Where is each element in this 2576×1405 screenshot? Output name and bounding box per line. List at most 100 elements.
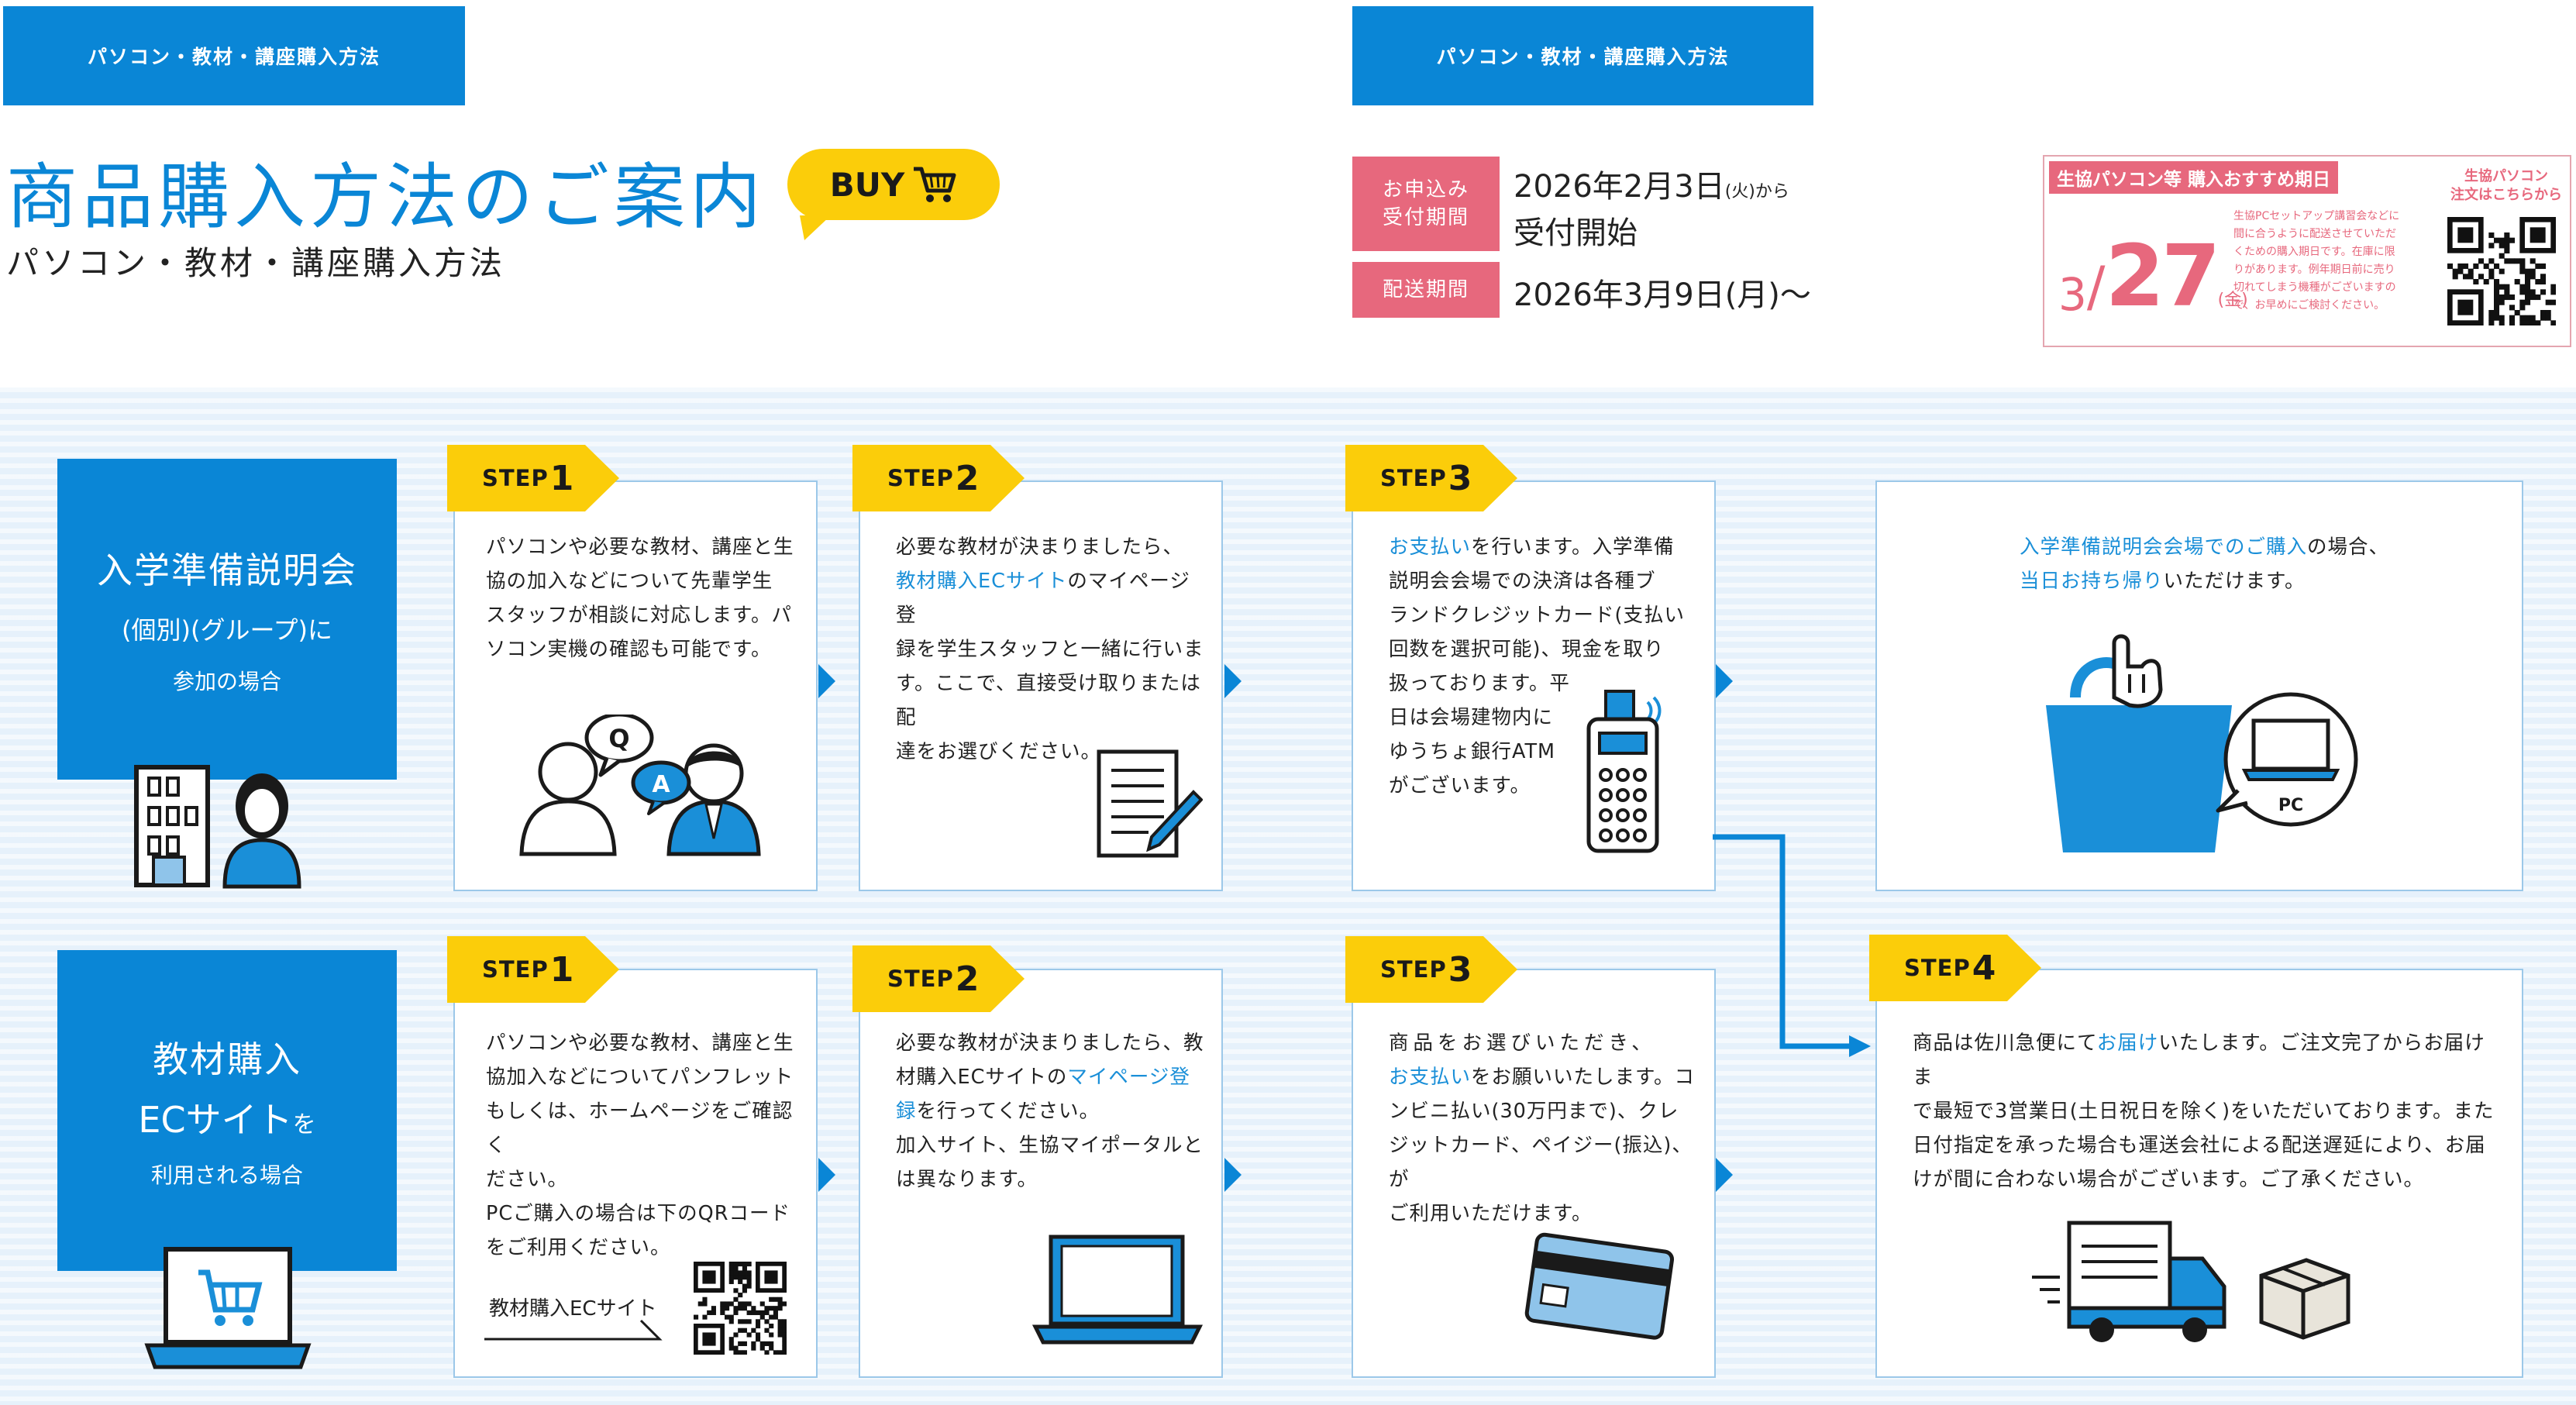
row1-lead-sub2: 参加の場合 xyxy=(172,669,281,694)
row1-step2-card: 必要な教材が決まりましたら、 教材購入ECサイトのマイページ登 録を学生スタッフ… xyxy=(859,480,1223,891)
section-tag-label: パソコン・教材・講座購入方法 xyxy=(87,46,381,68)
row2-step1-line: をご利用ください。 xyxy=(486,1236,671,1259)
row1-lead-sub: (個別)(グループ)に xyxy=(121,615,333,645)
pc-label: PC xyxy=(2278,796,2303,815)
row1-takeaway-text: 入学準備説明会会場でのご購入の場合、 当日お持ち帰りいただけます。 xyxy=(2020,530,2500,598)
step-number: 2 xyxy=(955,959,980,999)
recommend-header: 生協パソコン等 購入おすすめ期日 xyxy=(2049,161,2339,194)
page-title: 商品購入方法のご案内 xyxy=(6,156,766,239)
row2-step2-text: 必要な教材が決まりましたら、教 材購入ECサイトのマイページ登 録を行ってくださ… xyxy=(896,1026,1214,1197)
step-number: 4 xyxy=(1972,948,1996,988)
step-number: 3 xyxy=(1448,458,1472,498)
row2-step4-card: 商品は佐川急便にてお届けいたします。ご注文完了からお届けま で最短で3営業日(土… xyxy=(1875,969,2523,1378)
row2-step1-line: 協加入などについてパンフレット xyxy=(486,1066,794,1089)
row1-step3-line: ゆうちょ銀行ATM xyxy=(1389,740,1556,763)
step-label: STEP xyxy=(887,465,954,491)
mypage-highlight: マイページ登 xyxy=(1067,1066,1190,1089)
row2-step3-card: 商品をお選びいただき、 お支払いをお願いいたします。コ ンビニ払い(30万円まで… xyxy=(1352,969,1716,1378)
step-label: STEP xyxy=(482,465,549,491)
laptop-cart-icon xyxy=(144,1247,312,1369)
delivery-label: 配送期間 xyxy=(1352,262,1500,318)
row2-step4-line: けが間に合わない場合がございます。ご了承ください。 xyxy=(1913,1168,2424,1191)
row1-step3-text: お支払いを行います。入学準備説明会会場での決済は各種ブランドクレジットカード(支… xyxy=(1389,530,1706,803)
recommend-note-line: りがあります。例年期日前に売り xyxy=(2233,263,2395,276)
flow-arrow xyxy=(1716,1158,1733,1192)
ec-site-qr-code[interactable] xyxy=(694,1262,787,1355)
q-bubble-label: Q xyxy=(608,724,629,753)
delivery-label-text: 配送期間 xyxy=(1382,278,1469,301)
row2-step3-line: 商品をお選びいただき、 xyxy=(1389,1031,1656,1055)
row2-step3-line: をお願いいたします。コ xyxy=(1471,1066,1695,1089)
row2-step3-line: ジットカード、ペイジー(振込)、が xyxy=(1389,1134,1693,1191)
application-label-line1: お申込み xyxy=(1382,178,1469,201)
step-label: STEP xyxy=(482,956,549,983)
step-number: 2 xyxy=(955,458,980,498)
section-tag-right-label: パソコン・教材・講座購入方法 xyxy=(1436,46,1730,68)
connector-arrow xyxy=(1713,834,1871,1057)
row2-step4-text: 商品は佐川急便にてお届けいたします。ご注文完了からお届けま で最短で3営業日(土… xyxy=(1913,1026,2502,1197)
row1-step1-line: ソコン実機の確認も可能です。 xyxy=(486,638,772,661)
recommend-day: 27 xyxy=(2105,226,2221,325)
row1-step2-line: のマイページ登 xyxy=(896,570,1190,627)
application-label: お申込み 受付期間 xyxy=(1352,157,1500,251)
row2-step4-line: 日付指定を承った場合も運送会社による配送遅延により、お届 xyxy=(1913,1134,2486,1157)
row1-step3-line: がございます。 xyxy=(1389,774,1531,797)
qr-pattern xyxy=(2447,217,2557,326)
row2-step2-line: は異なります。 xyxy=(896,1168,1038,1191)
row2-step3-line: ご利用いただけます。 xyxy=(1389,1202,1593,1225)
row2-lead: 教材購入 ECサイトを 利用される場合 xyxy=(57,950,397,1271)
payment-highlight: お支払い xyxy=(1389,535,1472,559)
step-label: STEP xyxy=(1380,956,1447,983)
document-pen-icon xyxy=(1097,749,1203,858)
recommend-note: 生協PCセットアップ講習会などに間に合うように配送させていただくための購入期日で… xyxy=(2233,208,2419,315)
takeaway-line: いただけます。 xyxy=(2163,570,2306,593)
row1-step1-line: 協の加入などについて先輩学生 xyxy=(486,570,773,593)
row2-step4-line: いたします。ご注文完了からお届けま xyxy=(1913,1031,2485,1089)
row1-step1-card: パソコンや必要な教材、講座と生協の加入などについて先輩学生スタッフが相談に対応し… xyxy=(453,480,818,891)
row1-step2-line: 達をお選びください。 xyxy=(896,740,1102,763)
recommend-note-line: 間に合うように配送させていただ xyxy=(2233,228,2396,240)
section-tag-right: パソコン・教材・講座購入方法 xyxy=(1352,6,1813,105)
section-tag: パソコン・教材・講座購入方法 xyxy=(3,6,465,105)
qr-caption: 生協パソコン 注文はこちらから xyxy=(2447,167,2565,205)
flow-arrow xyxy=(1224,1158,1242,1192)
row1-step2-line: 必要な教材が決まりましたら、 xyxy=(896,535,1184,559)
buy-label: BUY xyxy=(829,165,905,204)
row1-takeaway-card: 入学準備説明会会場でのご購入の場合、 当日お持ち帰りいただけます。 PC xyxy=(1875,480,2523,891)
step-number: 1 xyxy=(549,458,574,498)
row1-step2-line: 録を学生スタッフと一緒に行いま xyxy=(896,638,1204,661)
flow-arrow xyxy=(818,664,835,698)
qr-caption-line2: 注文はこちらから xyxy=(2450,187,2562,203)
step-label: STEP xyxy=(1904,955,1971,981)
ec-site-highlight: 教材購入ECサイト xyxy=(896,570,1068,593)
recommend-qr-code[interactable] xyxy=(2447,217,2557,326)
takeaway-line: の場合、 xyxy=(2307,535,2390,559)
row1-lead-title: 入学準備説明会 xyxy=(97,549,357,591)
row2-step3-text: 商品をお選びいただき、 お支払いをお願いいたします。コ ンビニ払い(30万円まで… xyxy=(1389,1026,1706,1231)
laptop-icon xyxy=(1031,1235,1204,1345)
application-date-text: 2026年2月3日 xyxy=(1514,169,1725,205)
building-person-icon xyxy=(134,765,301,889)
row2-step1-line: もしくは、ホームページをご確認く xyxy=(486,1100,794,1157)
row2-step1-text: パソコンや必要な教材、講座と生協加入などについてパンフレットもしくは、ホームペー… xyxy=(486,1026,804,1265)
recommend-date: 3/27(金) xyxy=(2058,226,2248,325)
row2-step4-line: 商品は佐川急便にて xyxy=(1913,1031,2097,1055)
buy-badge: BUY xyxy=(787,149,1000,240)
row1-step3-line: 説明会会場での決済は各種ブ xyxy=(1389,570,1656,593)
recommend-note-line: くための購入期日です。在庫に限 xyxy=(2233,246,2395,258)
qr-label-pointer xyxy=(484,1319,663,1341)
row1-step3-line-rest: を行います。入学準備 xyxy=(1471,535,1675,559)
delivery-highlight: お届け xyxy=(2096,1031,2159,1055)
row1-step3-line: 扱っております。平 xyxy=(1389,672,1570,695)
delivery-date: 2026年3月9日(月)～ xyxy=(1514,277,1811,313)
takeaway-highlight: 当日お持ち帰り xyxy=(2020,570,2164,593)
cart-icon xyxy=(914,167,956,202)
application-start: 受付開始 xyxy=(1514,215,1638,251)
row2-step1-line: パソコンや必要な教材、講座と生 xyxy=(486,1031,794,1055)
